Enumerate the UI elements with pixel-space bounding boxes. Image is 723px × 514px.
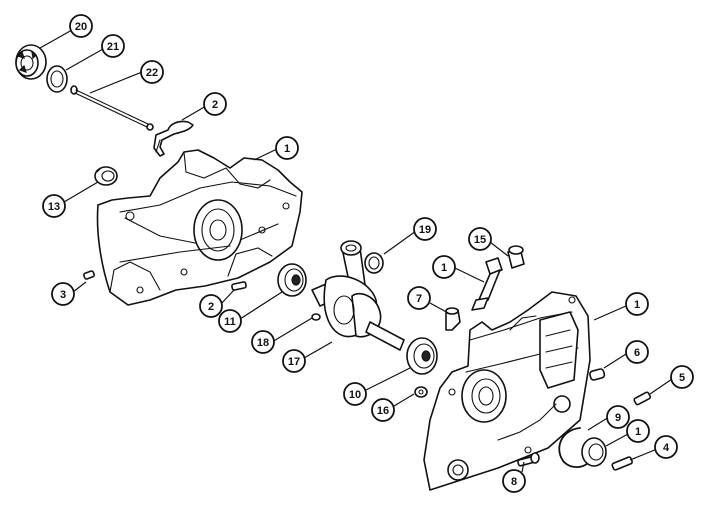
callout-4: 4	[654, 435, 678, 459]
callout-1-hose: 1	[432, 255, 456, 279]
callout-17-label: 17	[288, 356, 300, 368]
callout-4-label: 4	[663, 442, 670, 454]
right-crankcase-half	[423, 291, 591, 491]
callout-11: 11	[218, 309, 242, 333]
callout-16-label: 16	[377, 405, 389, 417]
part-21-washer	[46, 65, 68, 93]
callout-7: 7	[407, 286, 431, 310]
part-5-stud	[633, 391, 652, 406]
callout-15: 15	[468, 227, 492, 251]
part-19-needle-cage	[364, 252, 384, 274]
callout-8: 8	[502, 469, 526, 493]
callout-6-label: 6	[634, 347, 640, 359]
callout-16: 16	[371, 398, 395, 422]
callout-22: 22	[140, 60, 164, 84]
callout-13: 13	[42, 194, 66, 218]
part-10-bearing	[406, 337, 438, 375]
left-crankcase-half	[96, 149, 303, 306]
callout-20: 20	[69, 14, 93, 38]
callout-15-label: 15	[474, 234, 486, 246]
part-18-key	[311, 313, 321, 321]
callout-10: 10	[343, 382, 367, 406]
part-2-pin-middle	[231, 281, 247, 291]
callout-2-top-label: 2	[212, 99, 218, 111]
callout-21: 21	[101, 34, 125, 58]
callout-1-seal: 1	[626, 419, 650, 443]
callout-19-label: 19	[419, 224, 431, 236]
part-1-impulse-hose	[471, 257, 503, 311]
callout-13-label: 13	[48, 201, 60, 213]
part-16-washer	[414, 386, 428, 398]
part-11-bearing	[277, 263, 307, 297]
part-8-bolt	[517, 452, 540, 467]
callout-8-label: 8	[511, 476, 517, 488]
callout-2-middle: 2	[199, 294, 223, 318]
callout-21-label: 21	[107, 41, 119, 53]
part-6-plug	[589, 368, 606, 381]
callout-1-seal-label: 1	[635, 426, 641, 438]
part-3-dowel-pin	[83, 270, 95, 280]
callout-2-middle-label: 2	[208, 301, 214, 313]
callout-9-label: 9	[615, 412, 621, 424]
callout-3-label: 3	[60, 289, 66, 301]
callout-18: 18	[251, 330, 275, 354]
part-22-bolt	[70, 85, 154, 131]
callout-10-label: 10	[349, 389, 361, 401]
callout-20-label: 20	[75, 21, 87, 33]
part-13-seal	[94, 166, 118, 186]
callout-5-label: 5	[679, 372, 685, 384]
callout-18-label: 18	[257, 337, 269, 349]
callout-19: 19	[413, 217, 437, 241]
part-17-crankshaft	[311, 240, 405, 351]
part-7-fitting	[445, 307, 461, 331]
leader-lines	[39, 29, 676, 473]
callout-1-right-case: 1	[625, 292, 649, 316]
callout-22-label: 22	[146, 67, 158, 79]
part-4-stud	[611, 456, 633, 471]
callout-2-top: 2	[203, 92, 227, 116]
part-9-circlip	[558, 427, 591, 468]
callout-1-left-case-label: 1	[284, 143, 290, 155]
part-1-oil-seal	[581, 437, 607, 467]
callout-5: 5	[670, 365, 694, 389]
callout-11-label: 11	[224, 316, 236, 328]
callout-9: 9	[606, 405, 630, 429]
callout-6: 6	[625, 340, 649, 364]
callout-17: 17	[282, 349, 306, 373]
callout-1-left-case: 1	[275, 136, 299, 160]
callout-3: 3	[51, 282, 75, 306]
callout-1-hose-label: 1	[441, 262, 447, 274]
part-15-grommet	[507, 245, 525, 269]
callout-1-right-case-label: 1	[634, 299, 640, 311]
part-2-hook-upper	[153, 120, 194, 157]
callout-7-label: 7	[416, 293, 422, 305]
part-20-nut	[15, 44, 47, 80]
